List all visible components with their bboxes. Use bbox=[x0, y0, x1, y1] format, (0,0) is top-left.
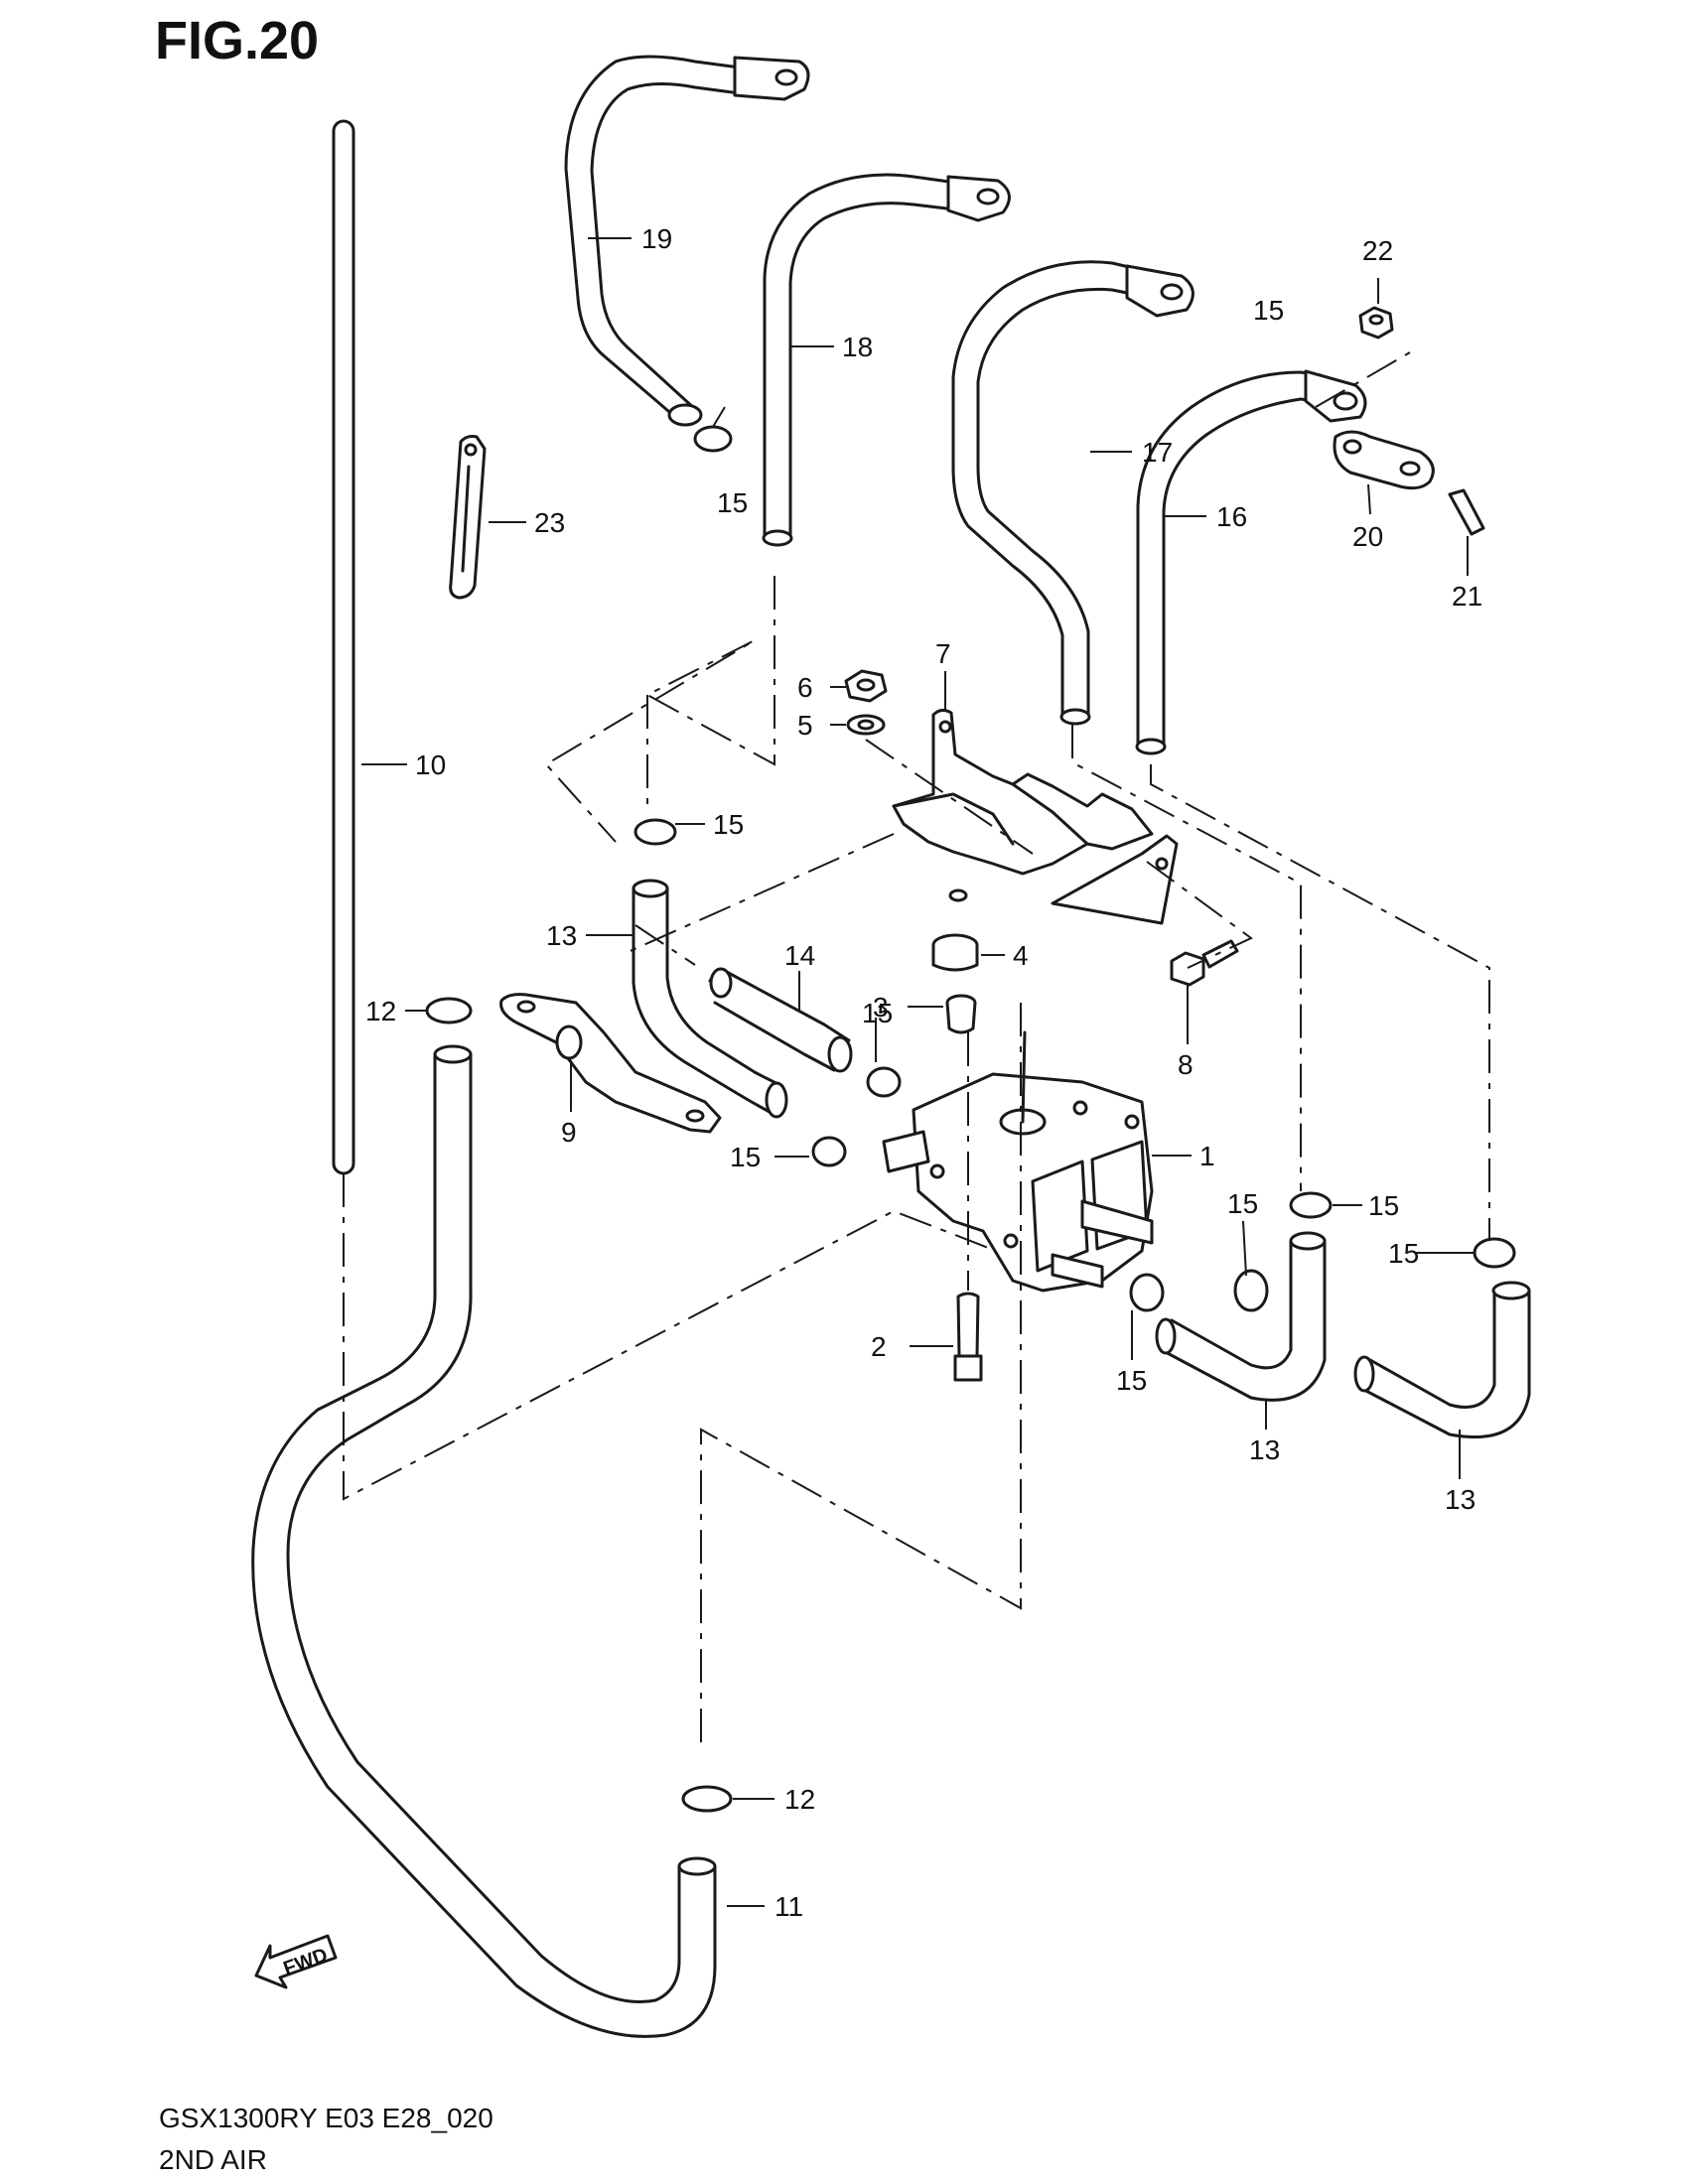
callout-1: 1 bbox=[1199, 1141, 1215, 1171]
part-15-clamp-h bbox=[1129, 1273, 1165, 1312]
section-name: 2ND AIR bbox=[159, 2144, 267, 2175]
callout-2: 2 bbox=[871, 1331, 887, 1362]
leader-lines bbox=[361, 237, 1475, 1907]
part-15-clamp-f bbox=[1233, 1269, 1269, 1312]
part-7-bracket bbox=[892, 708, 1179, 925]
part-8-bolt bbox=[1170, 939, 1239, 987]
part-19-pipe bbox=[564, 55, 810, 427]
part-14-hose bbox=[708, 967, 853, 1073]
callout-6: 6 bbox=[797, 672, 813, 703]
part-18-pipe bbox=[762, 173, 1011, 547]
callout-13-left: 13 bbox=[546, 920, 577, 951]
part-13-hose-c bbox=[1353, 1281, 1531, 1439]
part-12-clamp-b bbox=[681, 1785, 733, 1813]
callout-19: 19 bbox=[641, 223, 672, 254]
part-2-bolt bbox=[953, 1292, 983, 1382]
part-17-pipe bbox=[951, 260, 1195, 726]
callout-5: 5 bbox=[797, 710, 813, 741]
callout-15-a: 15 bbox=[717, 487, 748, 518]
part-12-clamp-a bbox=[425, 997, 473, 1024]
part-23-strap bbox=[449, 435, 487, 600]
part-20-gasket bbox=[1333, 430, 1435, 490]
model-code: GSX1300RY E03 E28_020 bbox=[159, 2103, 493, 2133]
figure-title: FIG.20 bbox=[155, 11, 320, 70]
callout-3: 3 bbox=[873, 992, 889, 1023]
callout-20: 20 bbox=[1352, 521, 1383, 552]
callout-15-h: 15 bbox=[1116, 1365, 1147, 1396]
callout-22-top: 22 bbox=[1362, 235, 1393, 266]
part-10-pipe bbox=[332, 119, 355, 1175]
part-15-clamp-d bbox=[811, 1136, 847, 1167]
callout-15-f: 15 bbox=[1227, 1188, 1258, 1219]
part-15-clamp-c bbox=[866, 1066, 902, 1098]
callout-12-upper: 12 bbox=[365, 996, 396, 1026]
part-15-clamp-g bbox=[1473, 1237, 1516, 1269]
callout-8: 8 bbox=[1178, 1049, 1194, 1080]
part-15-clamp-e bbox=[1289, 1191, 1333, 1219]
callout-22: 15 bbox=[1253, 295, 1284, 326]
callout-15-d: 15 bbox=[730, 1142, 761, 1172]
part-15-clamp-b bbox=[633, 818, 677, 846]
part-22-nut bbox=[1358, 306, 1394, 340]
callout-14: 14 bbox=[784, 940, 815, 971]
callout-15-g: 15 bbox=[1388, 1238, 1419, 1269]
callout-15-b: 15 bbox=[713, 809, 744, 840]
callout-12-lower: 12 bbox=[784, 1784, 815, 1815]
callout-18: 18 bbox=[842, 332, 873, 362]
callout-11: 11 bbox=[774, 1891, 803, 1922]
callout-7: 7 bbox=[935, 638, 951, 669]
part-16-pipe bbox=[1135, 369, 1367, 755]
part-9-bracket bbox=[499, 993, 722, 1134]
assembly-reference-lines bbox=[343, 351, 1490, 1747]
part-15-clamp-a bbox=[693, 425, 733, 453]
callout-15-c: 15 bbox=[862, 998, 893, 1028]
part-4-grommet bbox=[931, 933, 979, 972]
callout-4: 4 bbox=[1013, 940, 1029, 971]
callout-labels: 1 2 3 4 5 6 7 8 9 10 11 12 12 13 13 13 1… bbox=[365, 223, 1482, 1922]
part-3-collar bbox=[945, 994, 977, 1034]
callout-21: 21 bbox=[1452, 581, 1482, 612]
callout-9: 9 bbox=[561, 1117, 577, 1148]
callout-13-right: 13 bbox=[1445, 1484, 1476, 1515]
part-13-hose-b bbox=[1155, 1231, 1327, 1402]
part-11-hose bbox=[251, 1044, 717, 2038]
part-5-washer bbox=[846, 714, 886, 736]
part-6-nut bbox=[844, 669, 888, 703]
part-13-hose-a bbox=[632, 879, 788, 1119]
callout-16: 16 bbox=[1216, 501, 1247, 532]
callout-13-mid: 13 bbox=[1249, 1434, 1280, 1465]
callout-23: 23 bbox=[534, 507, 565, 538]
callout-15-e: 15 bbox=[1368, 1190, 1399, 1221]
callout-10: 10 bbox=[415, 750, 446, 780]
part-1-air-valve bbox=[882, 1030, 1154, 1293]
part-21-stud bbox=[1448, 488, 1485, 536]
callout-17: 17 bbox=[1142, 437, 1173, 468]
fwd-direction-badge: FWD bbox=[254, 1934, 338, 1989]
